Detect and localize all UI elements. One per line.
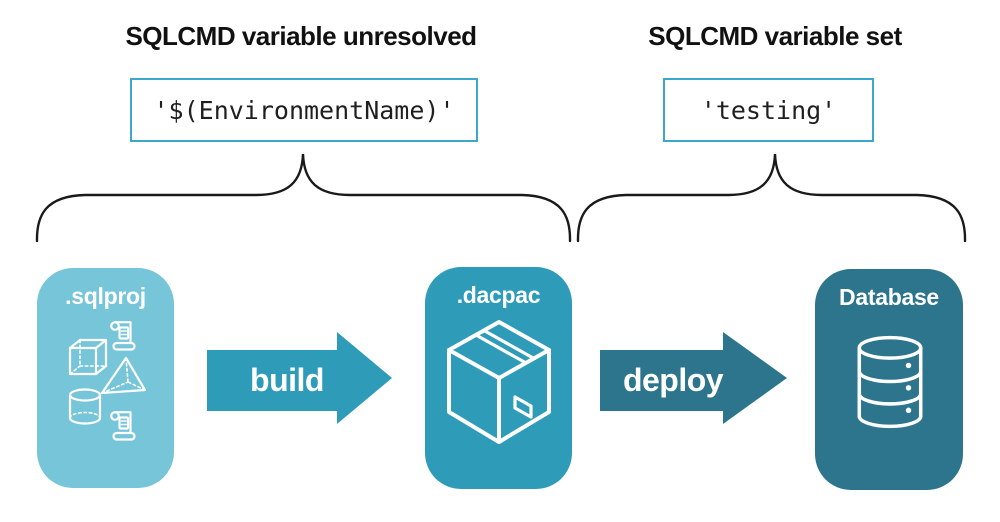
sqlproj-card-label: .sqlproj bbox=[65, 283, 146, 309]
deploy-arrow bbox=[600, 332, 787, 424]
build-arrow-label: build bbox=[250, 362, 324, 398]
stage-card-sqlproj: .sqlproj bbox=[37, 268, 174, 488]
cube-icon bbox=[68, 338, 108, 376]
database-cylinder-icon bbox=[857, 335, 923, 429]
unresolved-variable-code-box: '$(EnvironmentName)' bbox=[130, 78, 478, 142]
right-annotation-title: SQLCMD variable set bbox=[648, 21, 902, 51]
pyramid-icon bbox=[100, 356, 147, 395]
script-scroll-icon bbox=[110, 411, 136, 441]
deploy-arrow-label: deploy bbox=[622, 362, 724, 398]
database-card-label: Database bbox=[839, 284, 939, 310]
left-curly-brace bbox=[35, 153, 572, 243]
set-variable-code-text: 'testing' bbox=[700, 95, 837, 125]
sql-objects-icon bbox=[68, 321, 147, 441]
script-scroll-icon bbox=[110, 321, 136, 351]
cylinder-icon bbox=[68, 388, 102, 425]
unresolved-variable-code-text: '$(EnvironmentName)' bbox=[153, 95, 455, 125]
package-box-icon bbox=[447, 320, 551, 444]
set-variable-code-box: 'testing' bbox=[663, 78, 874, 142]
right-curly-brace bbox=[576, 153, 967, 243]
dacpac-card-label: .dacpac bbox=[456, 282, 541, 308]
stage-card-database: Database bbox=[815, 269, 963, 490]
stage-card-dacpac: .dacpac bbox=[425, 267, 572, 489]
left-annotation-title: SQLCMD variable unresolved bbox=[125, 21, 477, 51]
build-arrow bbox=[207, 332, 392, 424]
